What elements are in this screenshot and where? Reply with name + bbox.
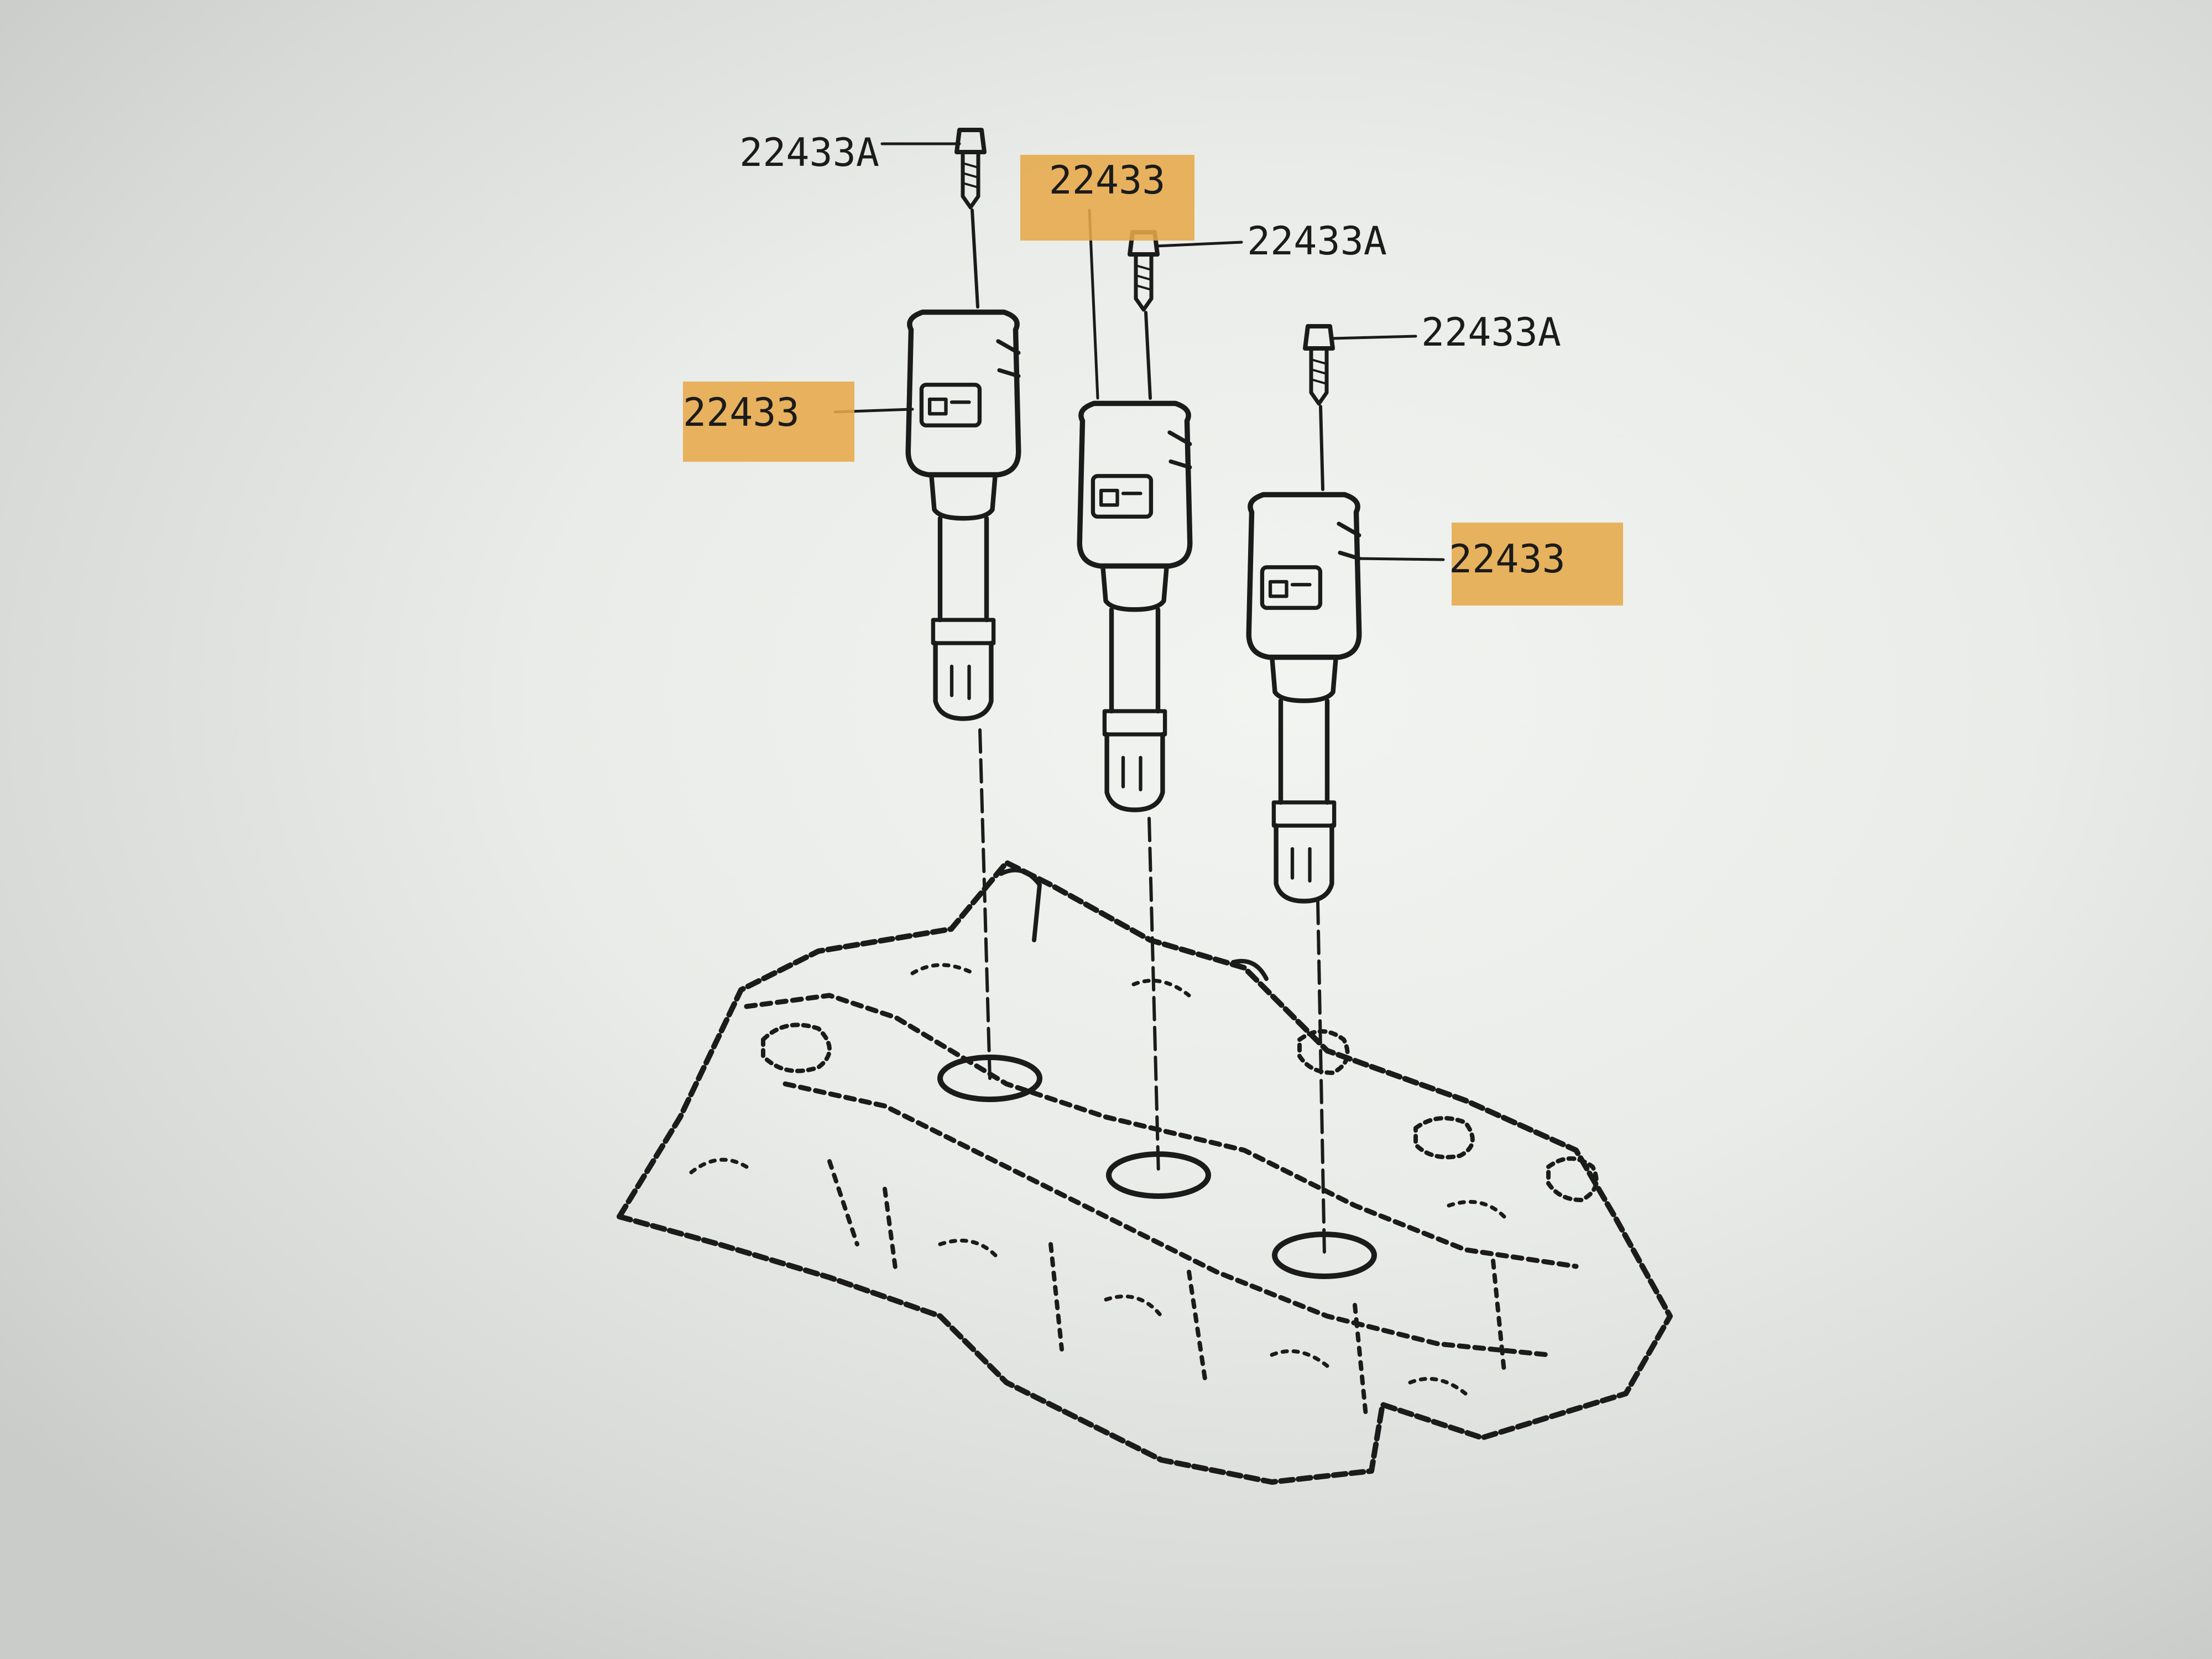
- bolt-center: [1130, 232, 1157, 400]
- callout-coil-right: 22433: [1449, 523, 1623, 606]
- ignition-coil-right: [1249, 495, 1359, 901]
- callout-bolt-center: 22433A: [1247, 218, 1387, 264]
- callout-coil-left: 22433: [683, 382, 854, 462]
- callout-text: 22433: [683, 390, 800, 435]
- callout-text: 22433A: [1421, 310, 1561, 355]
- cylinder-head: [617, 860, 1673, 1485]
- ignition-coil-center: [1079, 404, 1190, 810]
- highlight-box: [1020, 155, 1194, 241]
- alignment-lines: [978, 728, 1326, 1257]
- callout-bolt-right: 22433A: [1421, 310, 1561, 355]
- bolt-right: [1305, 326, 1333, 491]
- callout-text: 22433: [1449, 536, 1566, 582]
- highlight-box: [1452, 523, 1623, 606]
- callout-coil-center: 22433: [1020, 155, 1194, 241]
- callout-bolt-left: 22433A: [739, 130, 879, 175]
- ignition-coil-left: [908, 312, 1019, 719]
- highlight-box: [683, 382, 854, 462]
- callout-text: 22433: [1049, 158, 1166, 203]
- callout-text: 22433A: [739, 130, 879, 175]
- bolt-left: [957, 130, 984, 309]
- callout-text: 22433A: [1247, 218, 1387, 264]
